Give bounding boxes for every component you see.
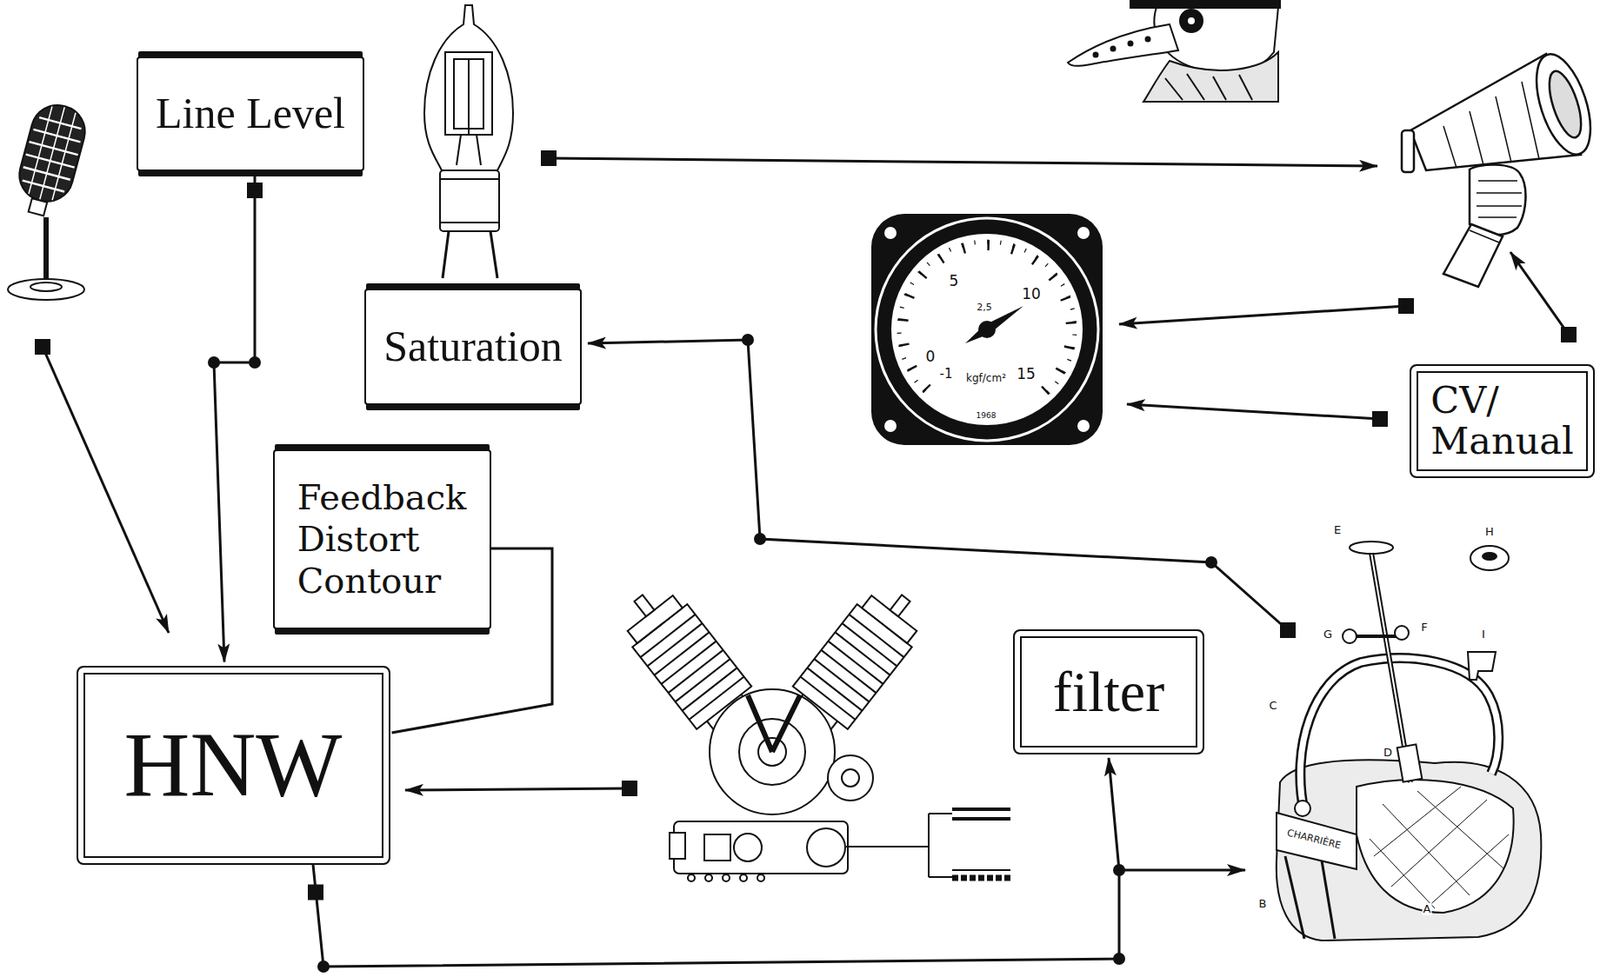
- text-holder: Feedback Distort Contour: [297, 476, 467, 602]
- callout-label: -1: [939, 366, 954, 382]
- callout-label: 0: [925, 348, 937, 366]
- text-holder: CV/ Manual: [1430, 380, 1574, 463]
- title-box: HNW: [76, 666, 391, 866]
- text-holder: Line Level: [155, 88, 346, 140]
- callout-label: kgf/cm²: [965, 373, 1007, 385]
- callout-label: A: [1422, 903, 1433, 916]
- framed-box: filter: [1013, 629, 1205, 755]
- leader-lines: [34, 150, 1577, 871]
- junction-dot: [207, 356, 220, 369]
- callout-label: B: [1258, 898, 1268, 911]
- callout-label: C: [1267, 700, 1278, 713]
- callout-label: 1968: [975, 412, 998, 421]
- text-holder: filter: [1053, 659, 1165, 726]
- callout-label: 10: [1020, 286, 1042, 303]
- microphone-illustration: [7, 99, 91, 300]
- box-text: filter: [1053, 659, 1165, 726]
- callout-label: H: [1484, 526, 1495, 539]
- engine-illustration: [611, 577, 934, 882]
- callout-label: F: [1420, 621, 1428, 634]
- box-text: Feedback Distort Contour: [297, 476, 467, 602]
- callout-label: G: [1322, 628, 1334, 641]
- vacuum-tube-illustration: [424, 5, 514, 279]
- framed-box: CV/ Manual: [1409, 364, 1595, 479]
- banner-box: Saturation: [364, 288, 582, 406]
- callout-label: I: [1480, 628, 1487, 641]
- callout-label: D: [1382, 746, 1394, 760]
- callout-label: 5: [948, 273, 960, 290]
- callout-label: 15: [1015, 366, 1037, 383]
- junction-dot: [248, 356, 261, 369]
- connector-line: [313, 758, 1120, 967]
- text-holder: HNW: [124, 714, 343, 816]
- box-text: CV/ Manual: [1430, 380, 1574, 463]
- connector: [207, 171, 263, 663]
- connector-line: [213, 171, 255, 663]
- callout-label: E: [1333, 524, 1342, 537]
- banner-box: Feedback Distort Contour: [273, 449, 492, 630]
- box-text: Saturation: [383, 321, 563, 373]
- megaphone-illustration: [1401, 47, 1600, 287]
- connector-square: [307, 885, 324, 901]
- callout-label: 2,5: [975, 302, 994, 314]
- box-text: Line Level: [155, 88, 346, 140]
- box-text: HNW: [124, 714, 343, 816]
- engine-output-wires: [846, 809, 1011, 879]
- junction-dot: [317, 960, 330, 974]
- plague-doctor-illustration: [1067, 0, 1280, 102]
- junction-dot: [1113, 864, 1126, 877]
- text-holder: Saturation: [383, 321, 563, 373]
- connector: [307, 758, 1126, 974]
- junction-dot: [1113, 953, 1126, 966]
- banner-box: Line Level: [136, 56, 365, 172]
- connector-square: [246, 182, 263, 199]
- pressure-gauge-illustration: [862, 205, 1112, 454]
- seat-apparatus-illustration: [1276, 541, 1542, 941]
